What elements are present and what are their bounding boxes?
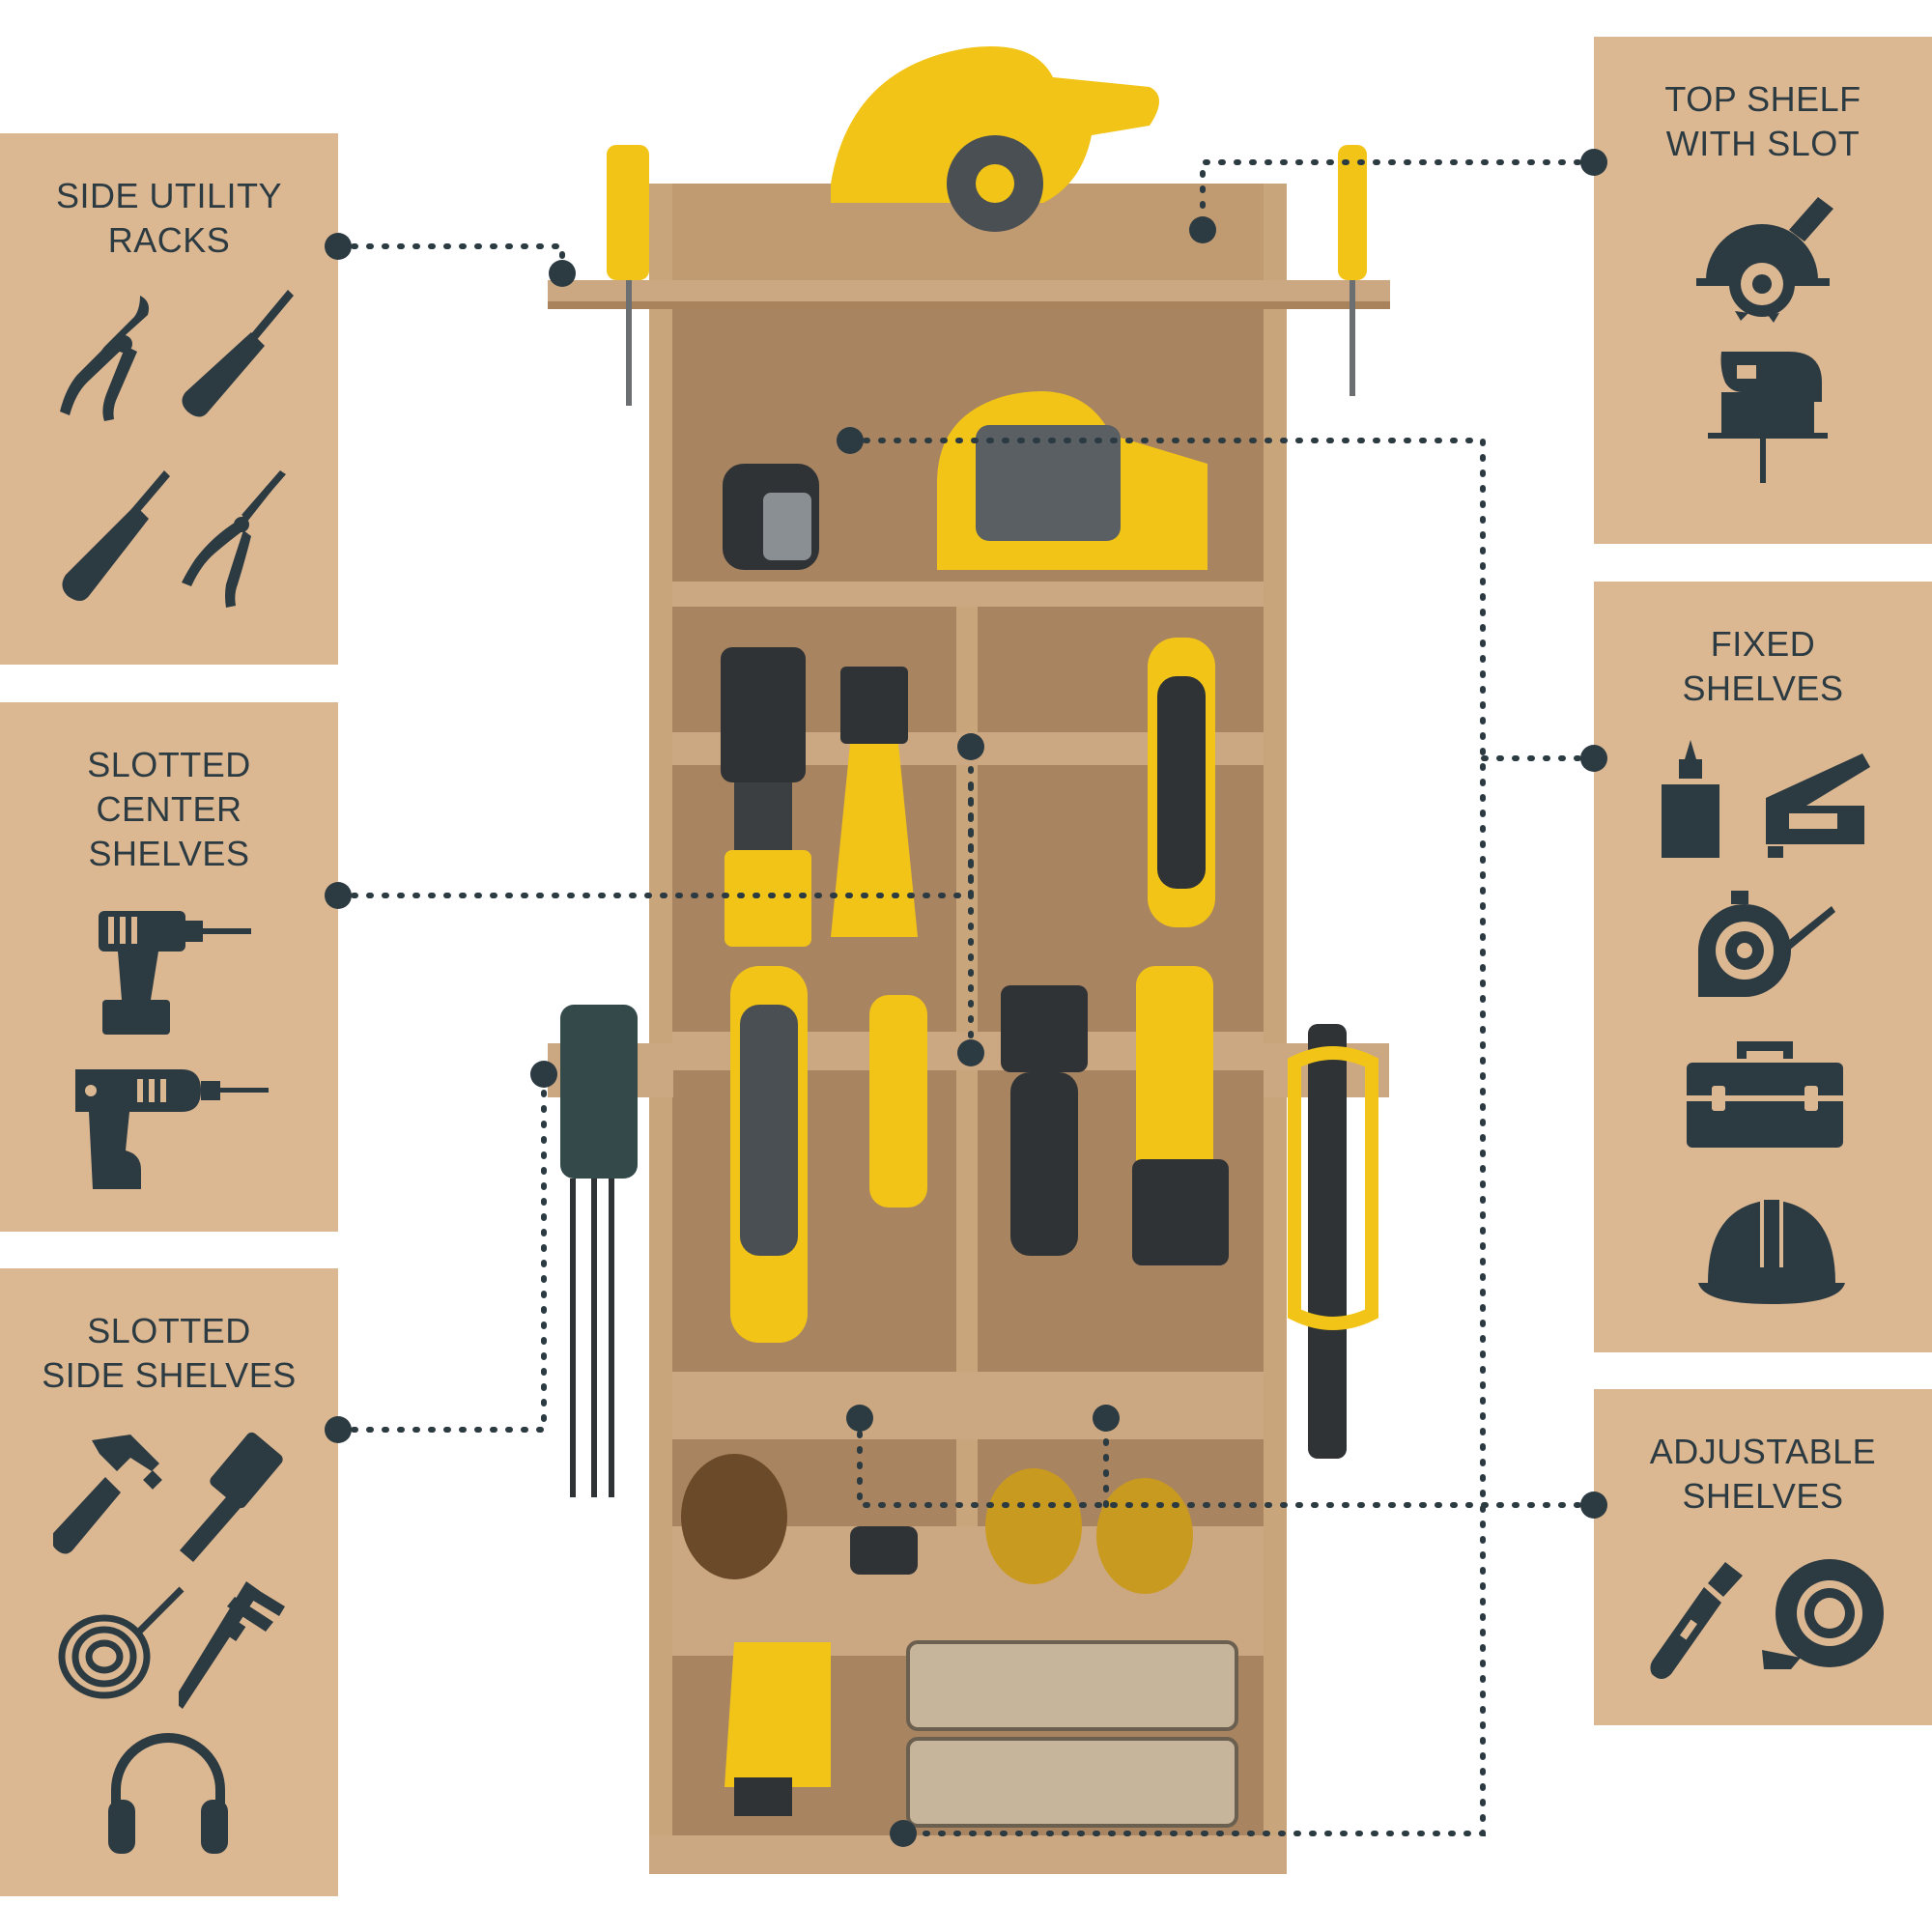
jigsaw-icon: [1702, 346, 1828, 491]
top-back-rail: [672, 184, 1264, 290]
callout-lines: [335, 159, 1597, 1836]
sledgehammer-icon: [174, 1431, 290, 1566]
clamps-left: [560, 1005, 638, 1497]
left-side-wall: [649, 184, 672, 1874]
circular-saw-tool: [831, 46, 1159, 232]
adjustable-shelf-1: [672, 1372, 1264, 1439]
lower-tools: [730, 966, 1229, 1343]
hammer-and-hose: [1288, 1024, 1378, 1459]
callout-dots: [325, 149, 1607, 1847]
caliper-icon: [179, 1577, 290, 1713]
utility-knife-icon: [1650, 1558, 1747, 1684]
tape-rolls-tool: [681, 1454, 918, 1579]
label-fixed-shelves: FIXED SHELVES: [1682, 624, 1844, 708]
parts-organizers: [906, 1640, 1238, 1828]
label-slotted-center-shelves: SLOTTED CENTER SHELVES: [87, 745, 251, 873]
drill-tools: [721, 638, 1215, 947]
right-side-wall: [1264, 184, 1287, 1874]
base-plinth: [649, 1835, 1287, 1874]
impact-driver-icon: [70, 1060, 272, 1195]
hammer-icon: [53, 1431, 179, 1566]
tape-roll-icon: [1758, 1553, 1884, 1679]
label-adjustable-shelves: ADJUSTABLE SHELVES: [1649, 1432, 1877, 1516]
top-shelf: [548, 280, 1390, 301]
label-top-shelf-with-slot: TOP SHELF WITH SLOT: [1664, 79, 1861, 163]
rope-icon: [54, 1583, 189, 1709]
panel-fixed-shelves: FIXED SHELVES: [1594, 582, 1932, 1352]
staple-gun-icon: [1760, 746, 1876, 862]
ear-muffs-tool: [985, 1468, 1193, 1594]
glue-bottle-icon: [1652, 736, 1729, 862]
toolbox-icon: [1683, 1036, 1847, 1151]
panel-adjustable-shelves: ADJUSTABLE SHELVES: [1594, 1389, 1932, 1725]
pliers-icon: [48, 288, 174, 423]
tape-measure-tool: [723, 464, 819, 570]
label-side-utility-racks: SIDE UTILITY RACKS: [55, 176, 283, 260]
fixed-shelf-1: [672, 582, 1264, 607]
needle-nose-pliers-icon: [166, 467, 292, 611]
panel-side-utility-racks: SIDE UTILITY RACKS: [0, 133, 338, 665]
panel-top-shelf-with-slot: TOP SHELF WITH SLOT: [1594, 37, 1932, 544]
ear-muffs-icon: [100, 1722, 236, 1858]
screwdriver-icon: [50, 467, 176, 611]
screwdriver-icon: [172, 286, 298, 421]
tape-measure-icon: [1690, 891, 1835, 1007]
hard-hat-icon: [1694, 1190, 1849, 1306]
electric-planer-tool: [937, 391, 1208, 570]
panel-slotted-center-shelves: SLOTTED CENTER SHELVES: [0, 702, 338, 1232]
side-screwdrivers: [607, 145, 1367, 406]
label-slotted-side-shelves: SLOTTED SIDE SHELVES: [42, 1311, 297, 1395]
cordless-drill-icon: [89, 905, 253, 1040]
staple-gun-tool: [724, 1642, 831, 1816]
panel-slotted-side-shelves: SLOTTED SIDE SHELVES: [0, 1268, 338, 1896]
circular-saw-icon: [1692, 191, 1837, 327]
